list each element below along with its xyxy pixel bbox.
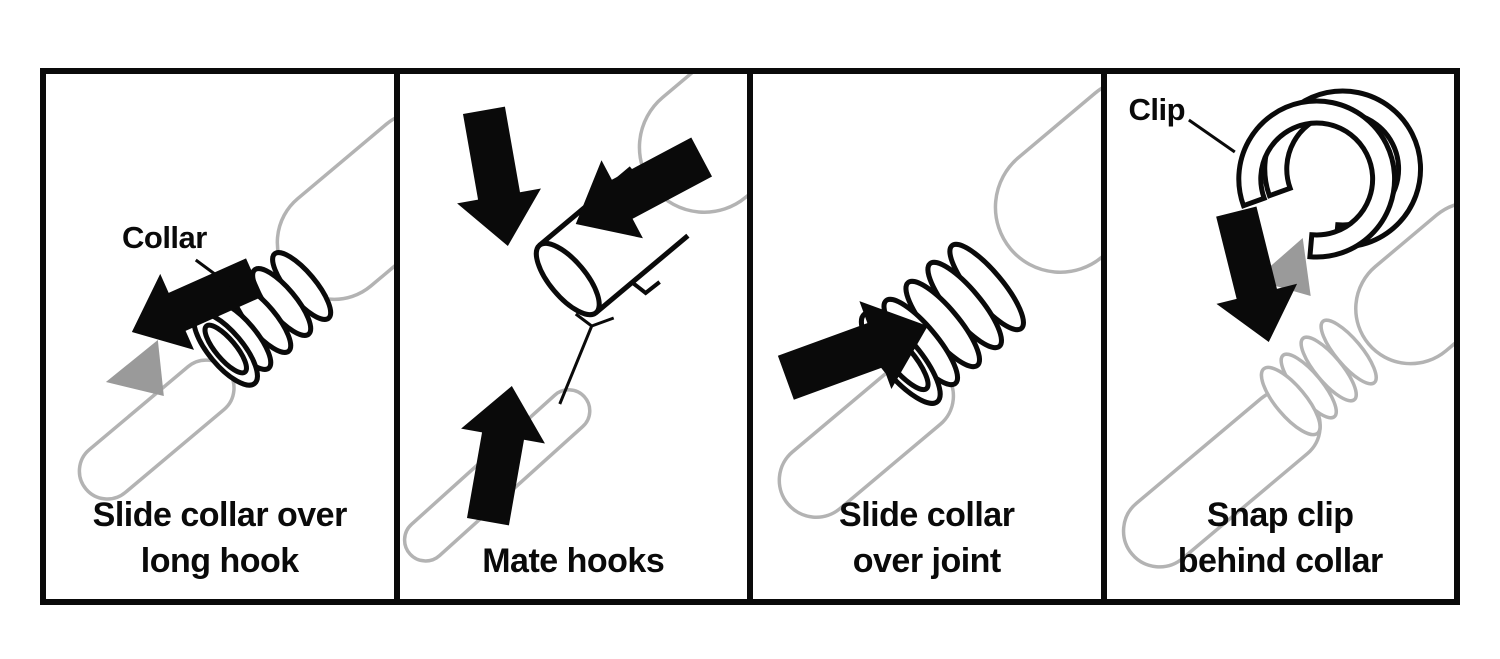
panel3-caption: Slide collar over joint (753, 493, 1101, 585)
caption-line: Slide collar (839, 496, 1015, 535)
panel-mate-hooks: Mate hooks (400, 74, 753, 599)
press-down-arrow-icon (441, 102, 550, 254)
pole-line-art (777, 76, 1101, 519)
clip-label: Clip (1128, 92, 1186, 127)
panel-slide-collar-over-long-hook: Collar Slide collar over long hook (46, 74, 400, 599)
caption-line: Snap clip (1206, 496, 1354, 535)
clip-pointer-line (1187, 118, 1236, 154)
panel4-caption: Snap clip behind collar (1107, 493, 1455, 585)
hook-end-line-art (557, 312, 614, 405)
caption-line: Mate hooks (482, 542, 665, 581)
panel-snap-clip-behind-collar: Clip Snap clip behind collar (1107, 74, 1455, 599)
panel2-caption: Mate hooks (400, 539, 748, 585)
collar-label: Collar (122, 220, 207, 255)
panel1-caption: Slide collar over long hook (46, 493, 394, 585)
collar-pointer-line (194, 258, 235, 290)
clip-part (1235, 88, 1423, 260)
panel1-line-art (77, 109, 394, 501)
caption-line: Slide collar over (92, 496, 348, 535)
panel2-line-art (402, 74, 747, 563)
caption-line: behind collar (1177, 542, 1384, 581)
pole-line-art (1121, 200, 1454, 569)
caption-line: over joint (852, 542, 1002, 581)
gray-shadow-arrow-icon (105, 340, 164, 396)
caption-line: long hook (140, 542, 299, 581)
panel4-line-art (1121, 88, 1454, 569)
panel-slide-collar-over-joint: Slide collar over joint (753, 74, 1107, 599)
panel3-line-art (769, 76, 1101, 519)
diagram-frame: Collar Slide collar over long hook (40, 68, 1460, 605)
